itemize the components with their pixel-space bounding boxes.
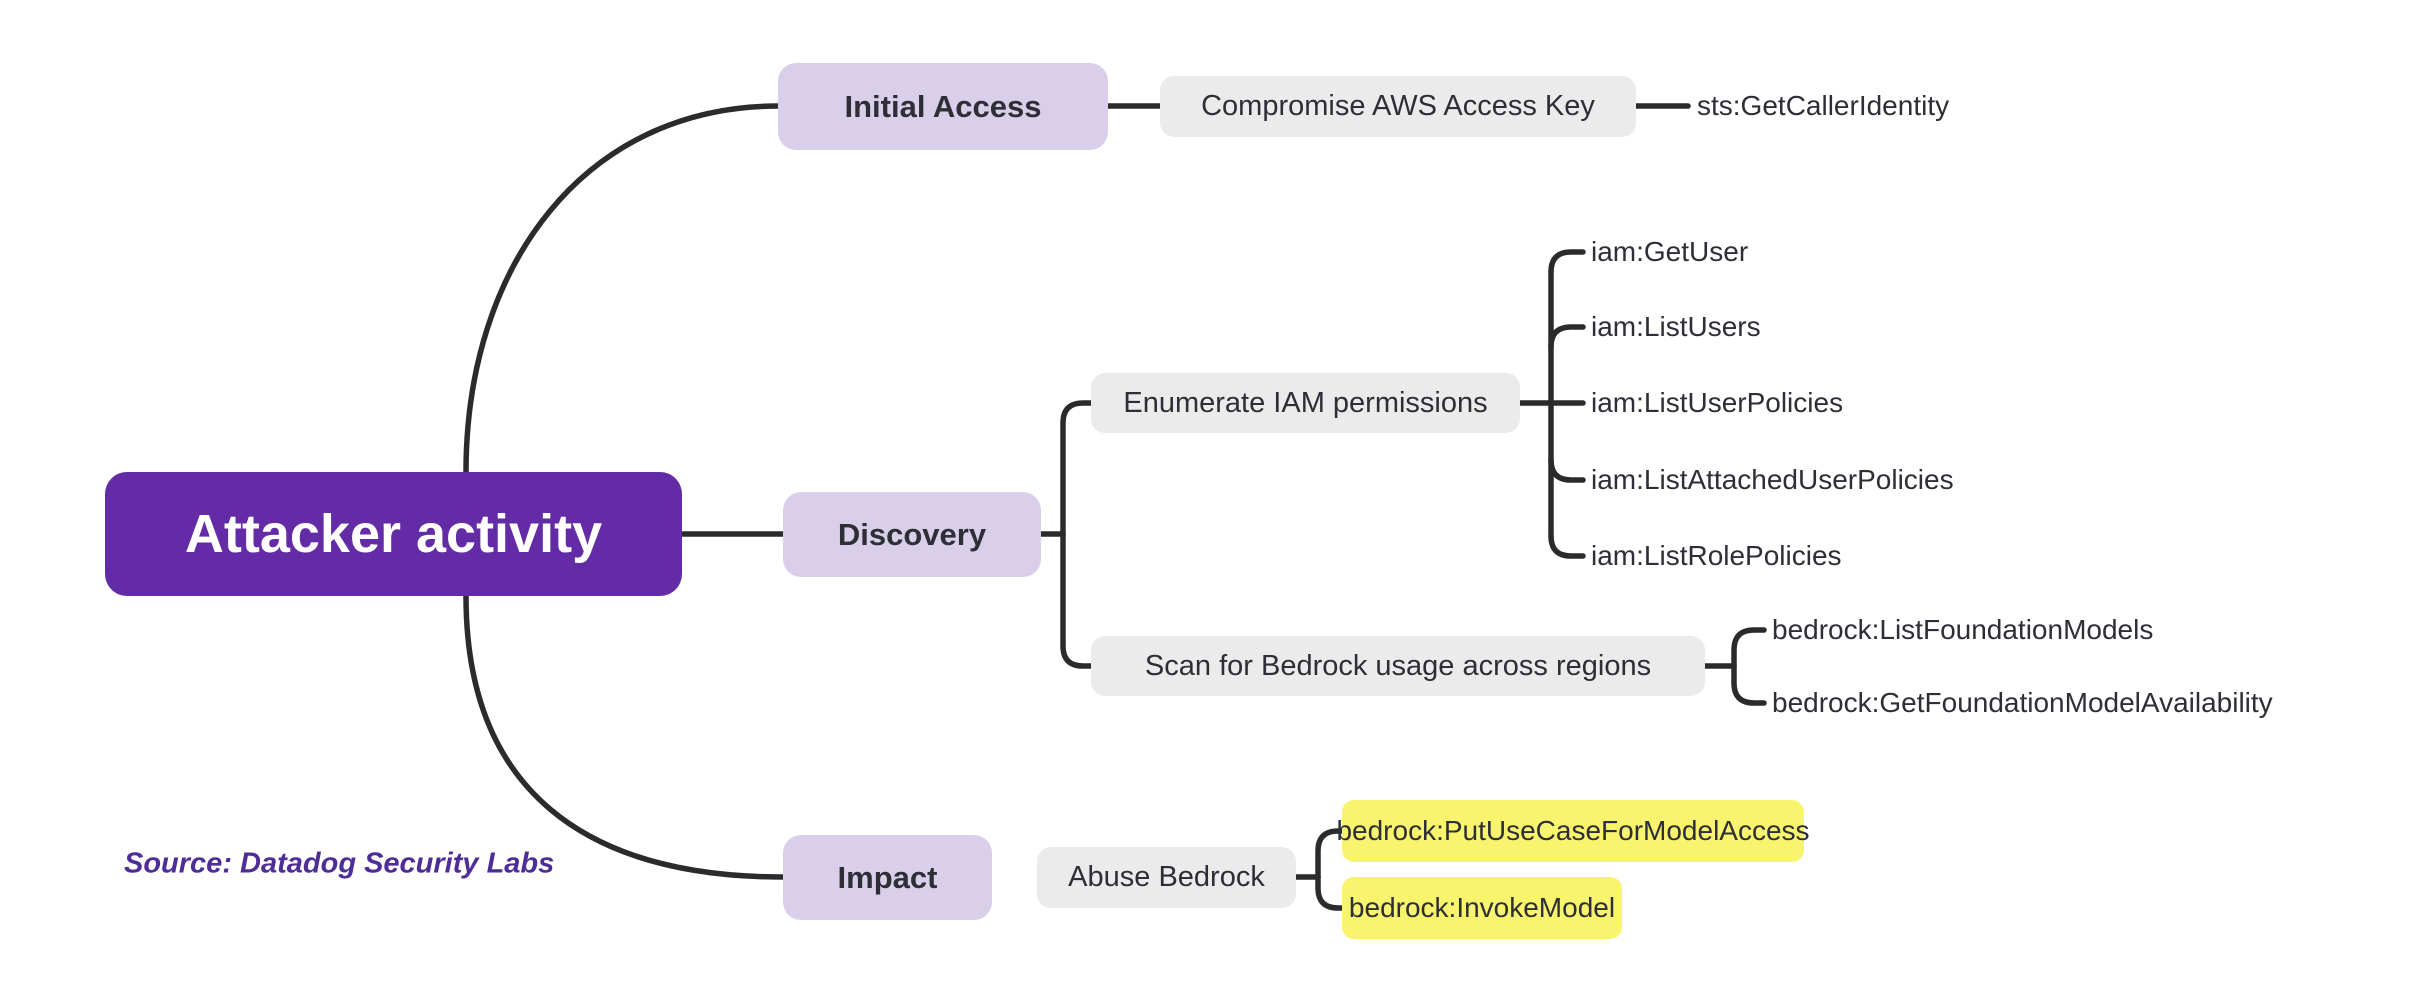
technique-label-enumerate: Enumerate IAM permissions [1123,386,1488,419]
root-node-attacker-activity: Attacker activity [105,472,682,596]
leaf-bedrock-getfoundationmodelavailability: bedrock:GetFoundationModelAvailability [1772,687,2273,718]
technique-label-scan: Scan for Bedrock usage across regions [1144,649,1652,682]
technique-node-compromise-aws-access-key: Compromise AWS Access Key [1160,76,1636,137]
leaf-iam-listuserpolicies: iam:ListUserPolicies [1591,387,1844,418]
root-node-label: Attacker activity [184,504,603,564]
source-note: Source: Datadog Security Labs [124,847,555,880]
branch-label-initial-access: Initial Access [844,88,1042,124]
leaf-iam-getuser: iam:GetUser [1591,236,1749,267]
leaf-iam-listusers: iam:ListUsers [1591,311,1761,342]
technique-label-abuse: Abuse Bedrock [1068,861,1265,893]
technique-node-scan-bedrock-usage: Scan for Bedrock usage across regions [1091,636,1705,696]
leaf-label-invokemodel: bedrock:InvokeModel [1348,892,1616,923]
branch-label-discovery: Discovery [837,516,987,552]
leaf-highlight-bedrock-invokemodel: bedrock:InvokeModel [1342,877,1622,939]
leaf-iam-listrolepolicies: iam:ListRolePolicies [1591,540,1842,571]
technique-node-enumerate-iam-permissions: Enumerate IAM permissions [1091,373,1520,433]
technique-node-abuse-bedrock: Abuse Bedrock [1037,847,1296,908]
technique-label-compromise: Compromise AWS Access Key [1201,90,1595,122]
branch-node-initial-access: Initial Access [778,63,1108,150]
leaf-iam-listattacheduserpolicies: iam:ListAttachedUserPolicies [1591,464,1954,495]
branch-node-impact: Impact [783,835,992,920]
leaf-sts-getcalleridentity: sts:GetCallerIdentity [1697,90,1950,121]
branch-label-impact: Impact [837,859,938,895]
leaf-bedrock-listfoundationmodels: bedrock:ListFoundationModels [1772,614,2154,645]
leaf-label-putusecase: bedrock:PutUseCaseForModelAccess [1336,815,1810,846]
leaf-highlight-bedrock-putusecaseformodelaccess: bedrock:PutUseCaseForModelAccess [1336,800,1810,862]
branch-node-discovery: Discovery [783,492,1041,577]
